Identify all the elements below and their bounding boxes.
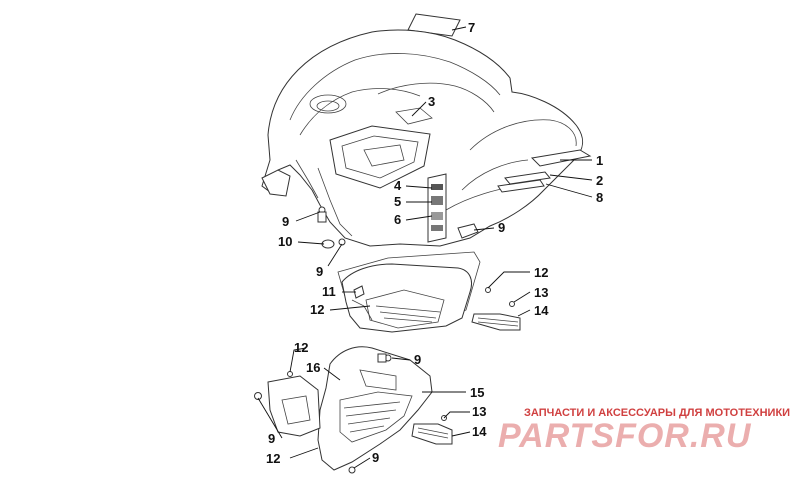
callout-2: 2 — [596, 173, 603, 188]
callout-9-lower-bottom: 9 — [372, 450, 379, 465]
callout-10: 10 — [278, 234, 292, 249]
part-footwell-lower — [254, 346, 433, 474]
callout-1: 1 — [596, 153, 603, 168]
part-rear-fender — [261, 29, 583, 247]
part-footwell-upper — [341, 263, 472, 333]
part-fasteners-upper — [317, 206, 479, 249]
callout-12-upper-left: 12 — [310, 302, 324, 317]
callout-15: 15 — [470, 385, 484, 400]
callout-7: 7 — [468, 20, 475, 35]
callout-9-lower-top: 9 — [414, 352, 421, 367]
callout-12-lower-top: 12 — [294, 340, 308, 355]
callout-13-lower: 13 — [472, 404, 486, 419]
callout-8: 8 — [596, 190, 603, 205]
callout-16: 16 — [306, 360, 320, 375]
callout-3: 3 — [428, 94, 435, 109]
part-decal-7 — [407, 13, 461, 37]
watermark: ЗАПЧАСТИ И АКСЕССУАРЫ ДЛЯ МОТОТЕХНИКИ PA… — [498, 407, 790, 455]
callout-14-upper: 14 — [534, 303, 549, 318]
callout-9-lower-left: 9 — [268, 431, 275, 446]
callout-11: 11 — [322, 284, 336, 299]
callout-6: 6 — [394, 212, 401, 227]
callout-9-fender-left: 9 — [282, 214, 289, 229]
callout-14-lower: 14 — [472, 424, 487, 439]
part-footrest-lower — [411, 415, 453, 445]
leader-lines — [257, 26, 593, 469]
callout-12-lower-bottom: 12 — [266, 451, 280, 466]
part-warning-labels — [427, 173, 447, 243]
callout-5: 5 — [394, 194, 401, 209]
part-footrest-upper — [471, 287, 521, 331]
watermark-logo: PARTSFOR.RU — [498, 417, 752, 455]
watermark-caption: ЗАПЧАСТИ И АКСЕССУАРЫ ДЛЯ МОТОТЕХНИКИ — [524, 407, 790, 419]
part-reflector-strip — [497, 149, 592, 193]
callout-9-fender-right: 9 — [498, 220, 505, 235]
callout-9-mat: 9 — [316, 264, 323, 279]
callout-12-upper-right: 12 — [534, 265, 548, 280]
callout-13-upper: 13 — [534, 285, 548, 300]
callout-labels: 7 3 1 2 8 4 5 6 9 9 10 9 12 11 13 12 14 … — [266, 20, 603, 466]
callout-4: 4 — [394, 178, 402, 193]
